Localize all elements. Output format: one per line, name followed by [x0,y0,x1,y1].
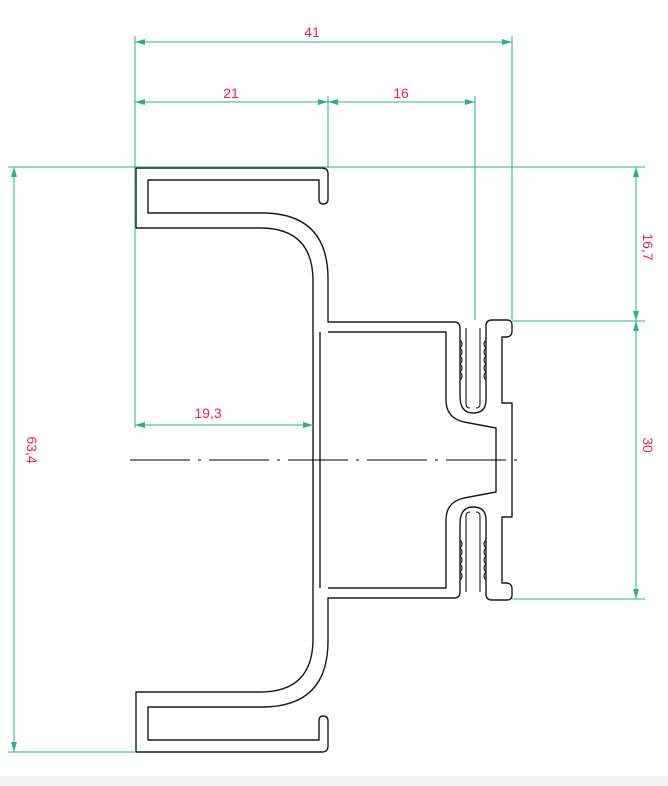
dim-label-30: 30 [640,437,656,453]
arrow-30-top [633,321,639,331]
bottom-strip [0,776,668,786]
arrow-19-3-left [135,422,145,428]
dim-label-21: 21 [223,85,239,101]
arrow-63-4-top [11,167,17,177]
dim-label-63-4: 63,4 [24,436,40,463]
arrow-16-7-top [633,167,639,177]
dim-label-16: 16 [393,85,409,101]
arrow-41-right [502,39,512,45]
arrow-21-left [135,99,145,105]
arrow-30-bottom [633,589,639,599]
arrow-63-4-bottom [11,742,17,752]
profile-outer-contour [135,167,513,753]
dim-label-41: 41 [304,24,320,40]
dim-label-16-7: 16,7 [640,233,656,260]
arrow-19-3-right [303,422,313,428]
arrow-41-left [135,39,145,45]
upper-slot-teeth [459,328,487,409]
lower-slot-teeth [459,511,487,592]
arrow-16-right [465,99,475,105]
dimension-lines [8,36,645,753]
arrow-16-7-bottom [633,311,639,321]
arrow-16-left [328,99,338,105]
dim-label-19-3: 19,3 [194,405,221,421]
arrow-21-right [318,99,328,105]
